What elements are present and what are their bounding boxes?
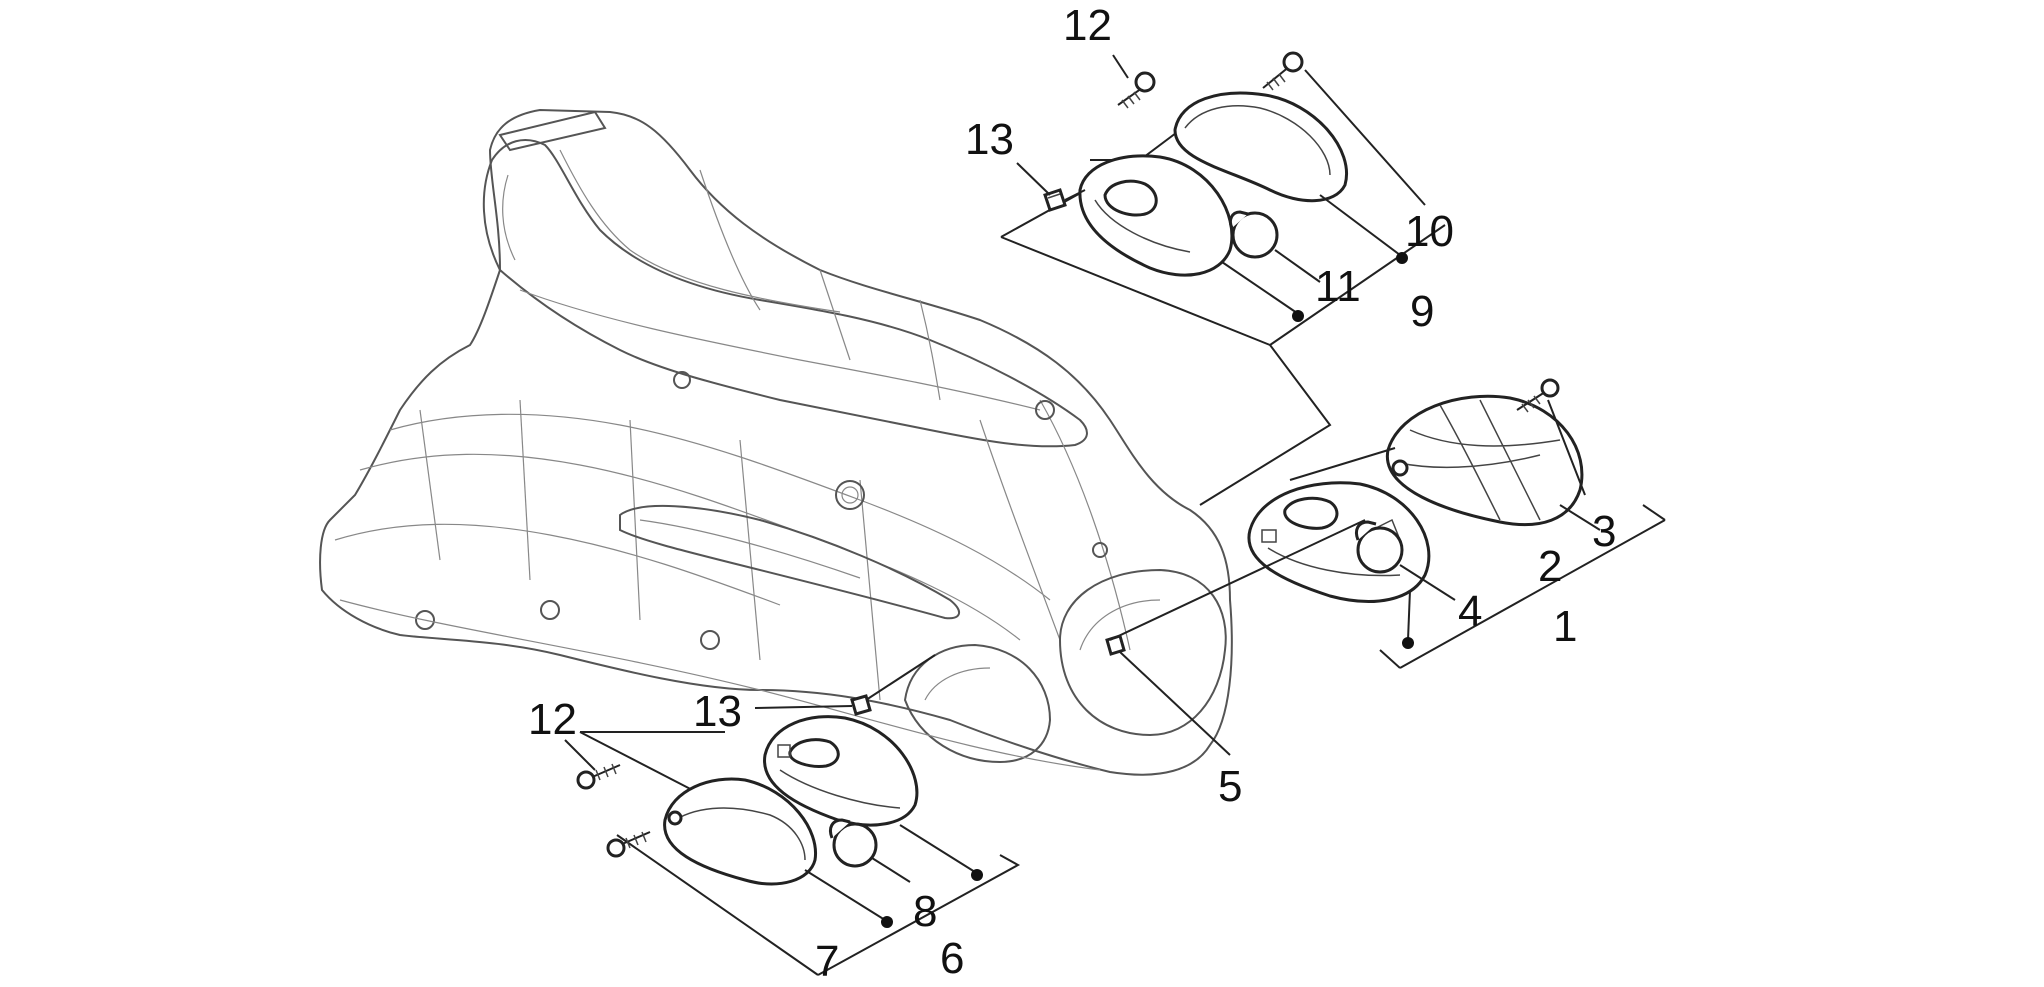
callout-2: 2 <box>1538 542 1563 591</box>
callout-13-top: 13 <box>965 115 1014 164</box>
callout-7: 7 <box>815 937 840 986</box>
clip-icon <box>1105 634 1126 656</box>
callout-12-top: 12 <box>1063 1 1112 50</box>
callout-3: 3 <box>1592 507 1617 556</box>
callout-6: 6 <box>940 934 965 983</box>
callout-13-bottom: 13 <box>693 687 742 736</box>
screw-icon <box>1516 378 1560 413</box>
callout-12-bottom: 12 <box>528 695 577 744</box>
screw-icon <box>1262 51 1304 91</box>
screw-icon <box>1117 71 1156 109</box>
upper-right-indicator-assembly <box>1000 51 1446 506</box>
front-shield-body <box>319 108 1233 776</box>
lower-left-indicator-assembly <box>564 654 1021 976</box>
bulb-icon <box>1354 520 1404 574</box>
callout-9: 9 <box>1410 287 1435 336</box>
callout-8: 8 <box>913 887 938 936</box>
callout-5: 5 <box>1218 762 1243 811</box>
clip-icon <box>850 694 872 716</box>
callout-4: 4 <box>1458 587 1483 636</box>
screw-icon <box>606 831 651 858</box>
callout-11: 11 <box>1315 262 1361 311</box>
screw-icon <box>576 763 621 790</box>
right-indicator-assembly <box>1105 378 1666 756</box>
bulb-icon <box>1228 210 1279 259</box>
callout-10: 10 <box>1405 207 1454 256</box>
bulb-icon <box>828 818 878 868</box>
callout-1: 1 <box>1553 602 1578 651</box>
